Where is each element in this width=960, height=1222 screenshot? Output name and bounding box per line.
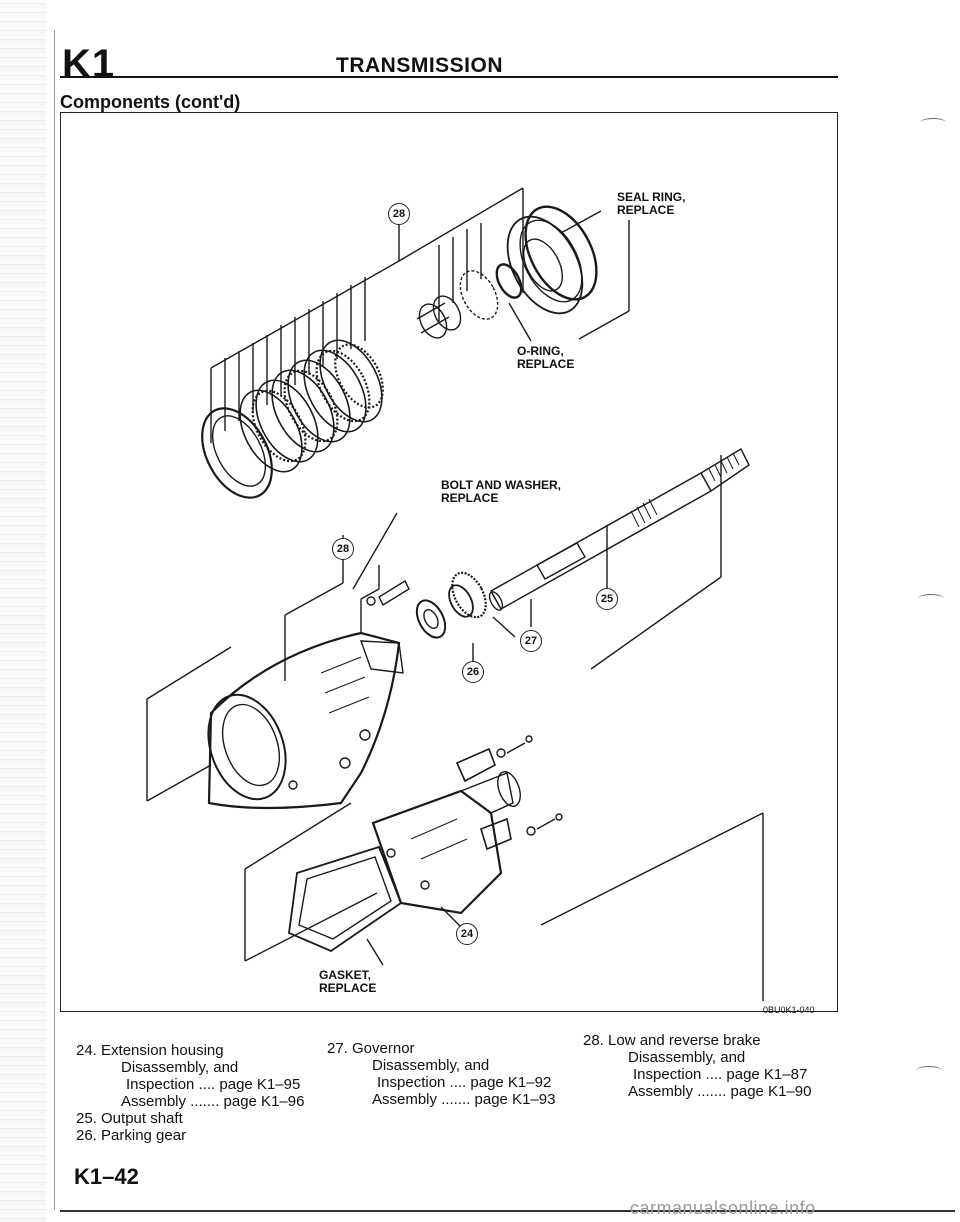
label-bolt-and-washer: BOLT AND WASHER, REPLACE bbox=[441, 478, 561, 505]
legend-column-2: 27. Governor Disassembly, and Inspection… bbox=[327, 1040, 555, 1108]
footer-rule bbox=[60, 1210, 955, 1212]
margin-mark bbox=[920, 118, 946, 127]
exploded-view-drawing bbox=[146, 187, 764, 1001]
watermark: carmanualsonline.info bbox=[630, 1198, 816, 1218]
binding-edge bbox=[0, 0, 46, 1222]
label-seal-ring: SEAL RING, REPLACE bbox=[617, 190, 686, 217]
margin-mark bbox=[916, 1066, 942, 1075]
legend-item: Assembly ....... page K1–96 bbox=[121, 1093, 305, 1110]
legend-item: Disassembly, and bbox=[628, 1049, 746, 1066]
label-gasket: GASKET, REPLACE bbox=[319, 968, 377, 995]
callout-24-extension-housing: 24 bbox=[456, 923, 478, 945]
legend-item: Inspection .... page K1–87 bbox=[633, 1066, 808, 1083]
section-title: TRANSMISSION bbox=[336, 54, 504, 77]
subheading: Components (cont'd) bbox=[60, 92, 241, 112]
legend-item: 28. Low and reverse brake bbox=[583, 1032, 761, 1049]
legend-column-1: 24. Extension housing Disassembly, and I… bbox=[76, 1042, 304, 1144]
legend-item: 24. Extension housing bbox=[76, 1042, 224, 1059]
legend-item: 25. Output shaft bbox=[76, 1110, 183, 1127]
legend-item: Assembly ....... page K1–93 bbox=[372, 1091, 556, 1108]
exploded-view-figure: SEAL RING, REPLACE O-RING, REPLACE BOLT … bbox=[60, 112, 838, 1012]
figure-code: 0BU0K1-040 bbox=[763, 1005, 815, 1015]
legend-item: Assembly ....... page K1–90 bbox=[628, 1083, 812, 1100]
legend-item: 26. Parking gear bbox=[76, 1127, 187, 1144]
header-rule bbox=[60, 76, 838, 78]
legend-item: Disassembly, and bbox=[372, 1057, 490, 1074]
legend-item: Disassembly, and bbox=[121, 1059, 239, 1076]
binding-line bbox=[54, 30, 55, 1210]
label-o-ring: O-RING, REPLACE bbox=[517, 344, 575, 371]
margin-mark bbox=[918, 594, 944, 603]
legend-item: 27. Governor bbox=[327, 1040, 415, 1057]
legend-item: Inspection .... page K1–95 bbox=[126, 1076, 301, 1093]
section-code: K1 bbox=[62, 42, 116, 86]
callout-28-brake-lower: 28 bbox=[332, 538, 354, 560]
callout-27-governor: 27 bbox=[520, 630, 542, 652]
legend-item: Inspection .... page K1–92 bbox=[377, 1074, 552, 1091]
callout-28-brake: 28 bbox=[388, 203, 410, 225]
callout-25-output-shaft: 25 bbox=[596, 588, 618, 610]
callout-26-parking-gear: 26 bbox=[462, 661, 484, 683]
legend-column-3: 28. Low and reverse brake Disassembly, a… bbox=[583, 1032, 811, 1100]
page-number: K1–42 bbox=[74, 1164, 139, 1189]
